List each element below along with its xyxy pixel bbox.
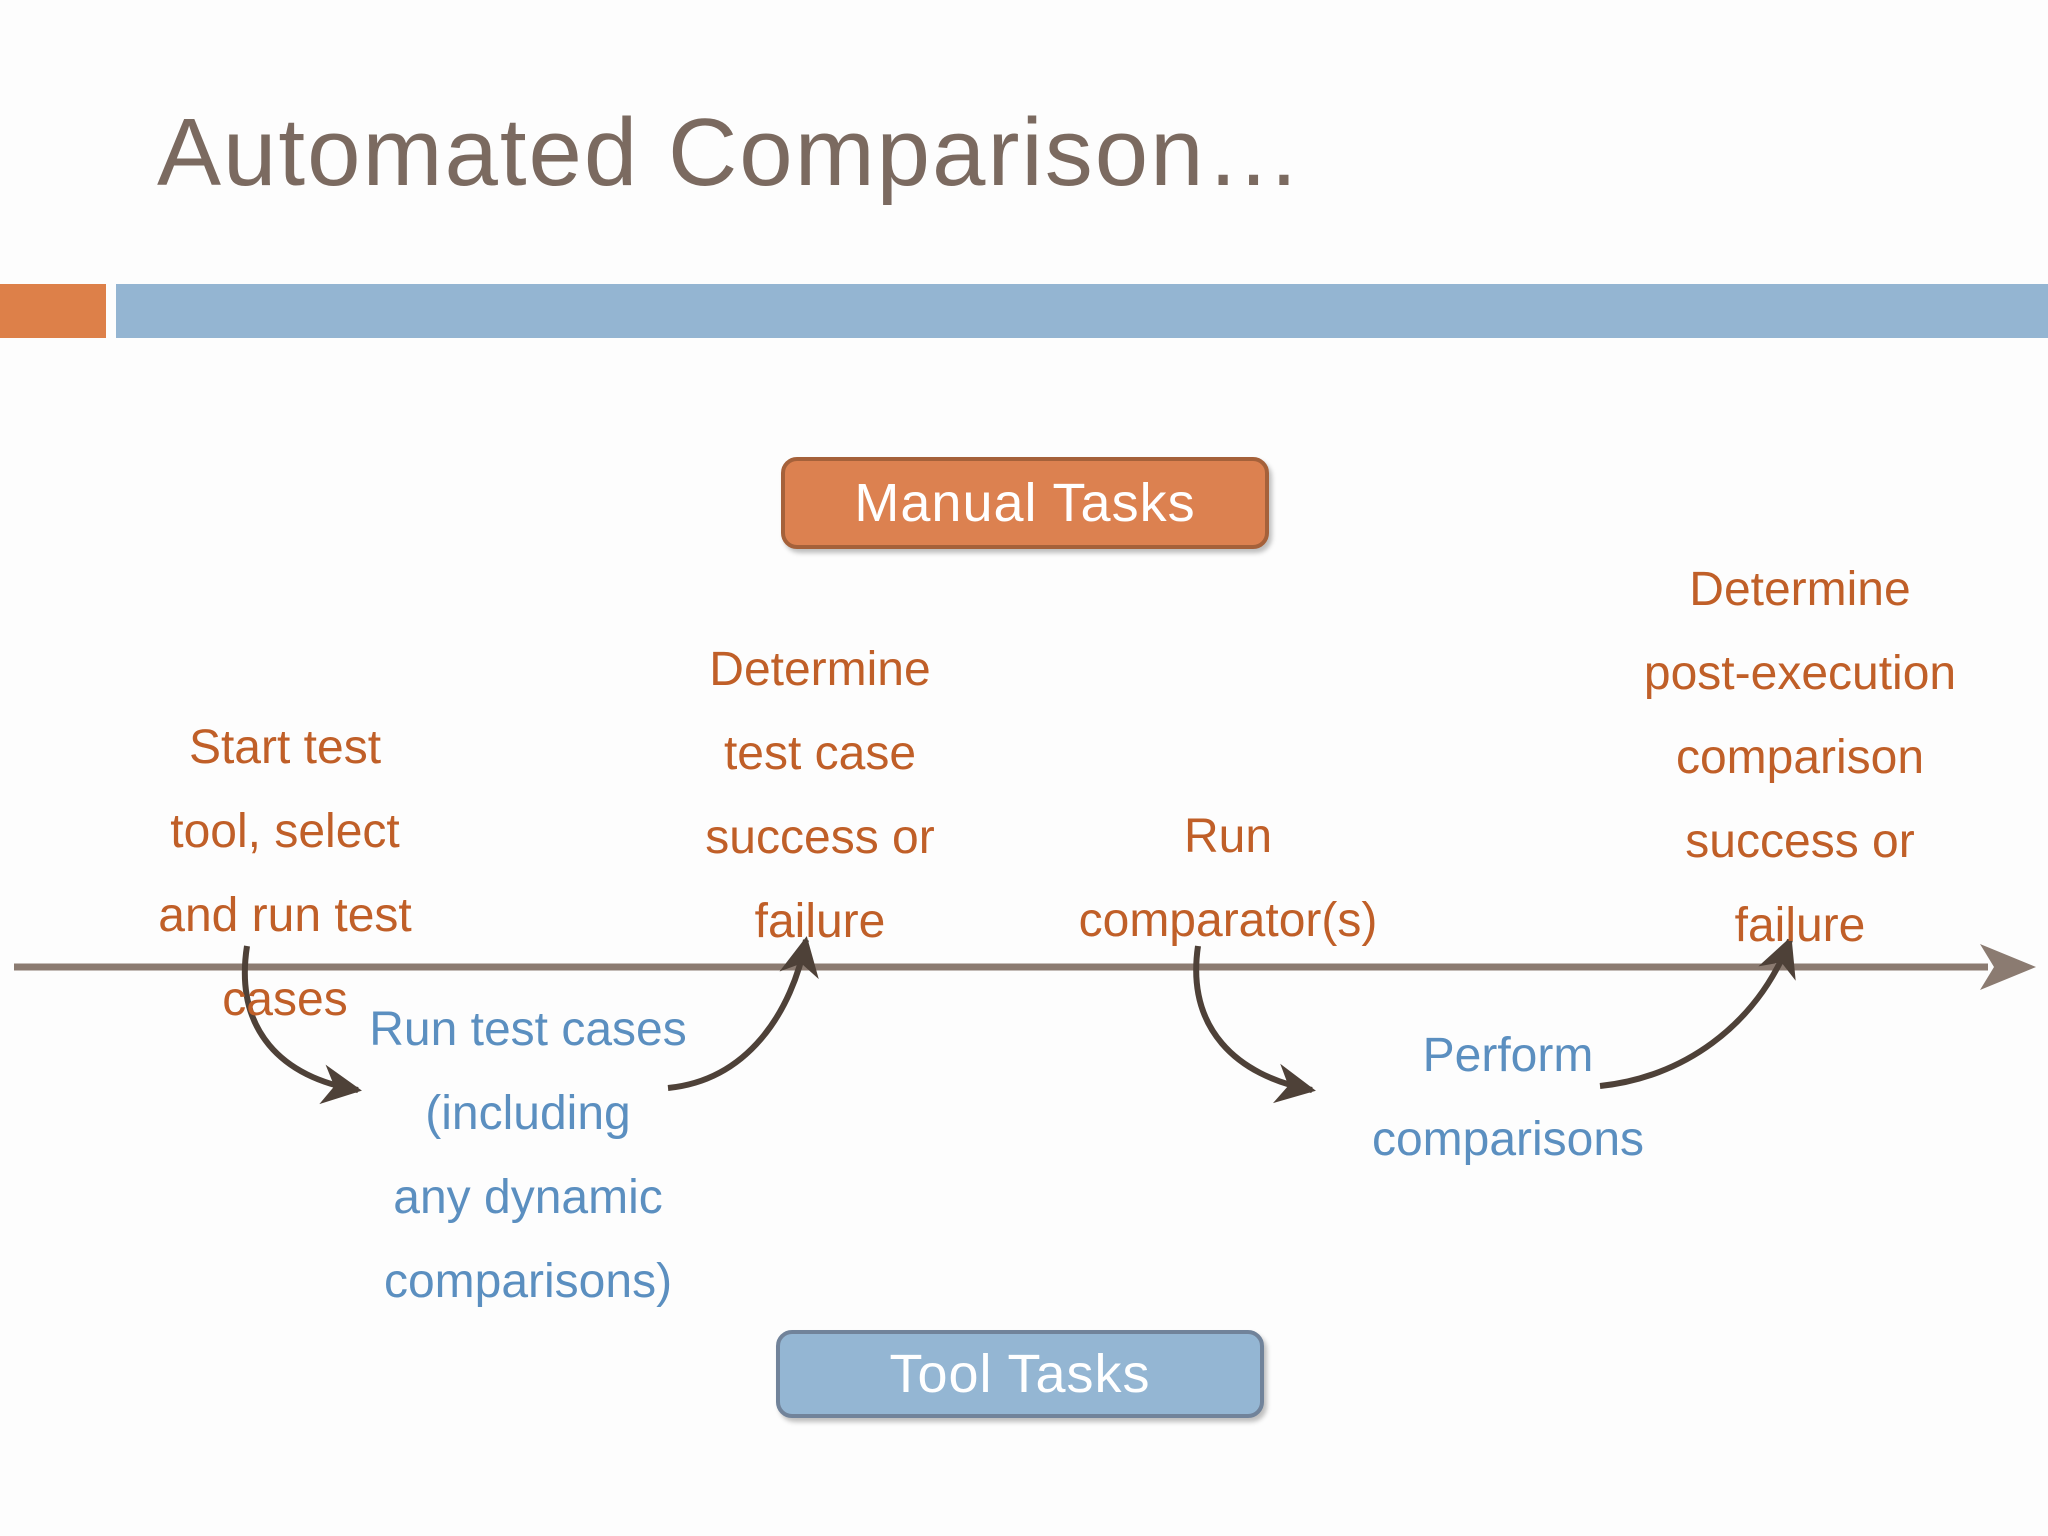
task-line: comparator(s) xyxy=(1078,894,1378,947)
task-line: failure xyxy=(1734,899,1866,952)
task-line: failure xyxy=(754,895,886,948)
task-line: comparisons) xyxy=(383,1255,673,1308)
tool-tasks-badge: Tool Tasks xyxy=(776,1330,1264,1418)
task-line: Determine xyxy=(709,643,931,696)
task-line: and run test xyxy=(158,889,412,942)
task-line: (including xyxy=(425,1087,631,1140)
tool-tasks-badge-label: Tool Tasks xyxy=(889,1344,1151,1404)
task-line: cases xyxy=(222,973,348,1026)
manual-tasks-badge: Manual Tasks xyxy=(781,457,1269,549)
accent-bar-blue xyxy=(116,284,2048,338)
task-line: Determine xyxy=(1689,563,1911,616)
task-line: success or xyxy=(1685,815,1915,868)
manual-task-run-comparators: Run comparator(s) xyxy=(978,795,1478,963)
tool-task-run-test-cases: Run test cases (including any dynamic co… xyxy=(278,988,778,1324)
task-line: tool, select xyxy=(170,805,400,858)
tool-task-perform-comparisons: Perform comparisons xyxy=(1258,1014,1758,1182)
task-line: Run xyxy=(1183,810,1273,863)
accent-bar-orange xyxy=(0,284,106,338)
manual-task-determine-test-case: Determine test case success or failure xyxy=(570,628,1070,964)
manual-task-start-test-tool: Start test tool, select and run test cas… xyxy=(35,706,535,1042)
task-line: Run test cases xyxy=(369,1003,687,1056)
task-line: comparison xyxy=(1675,731,1925,784)
manual-task-determine-post-execution: Determine post-execution comparison succ… xyxy=(1552,548,2048,968)
page-title: Automated Comparison… xyxy=(157,99,1304,206)
task-line: success or xyxy=(705,811,935,864)
manual-tasks-badge-label: Manual Tasks xyxy=(854,473,1196,533)
task-line: test case xyxy=(723,727,917,780)
task-line: Perform xyxy=(1422,1029,1594,1082)
task-line: post-execution xyxy=(1643,647,1957,700)
task-line: comparisons xyxy=(1371,1113,1645,1166)
task-line: Start test xyxy=(188,721,382,774)
task-line: any dynamic xyxy=(393,1171,663,1224)
